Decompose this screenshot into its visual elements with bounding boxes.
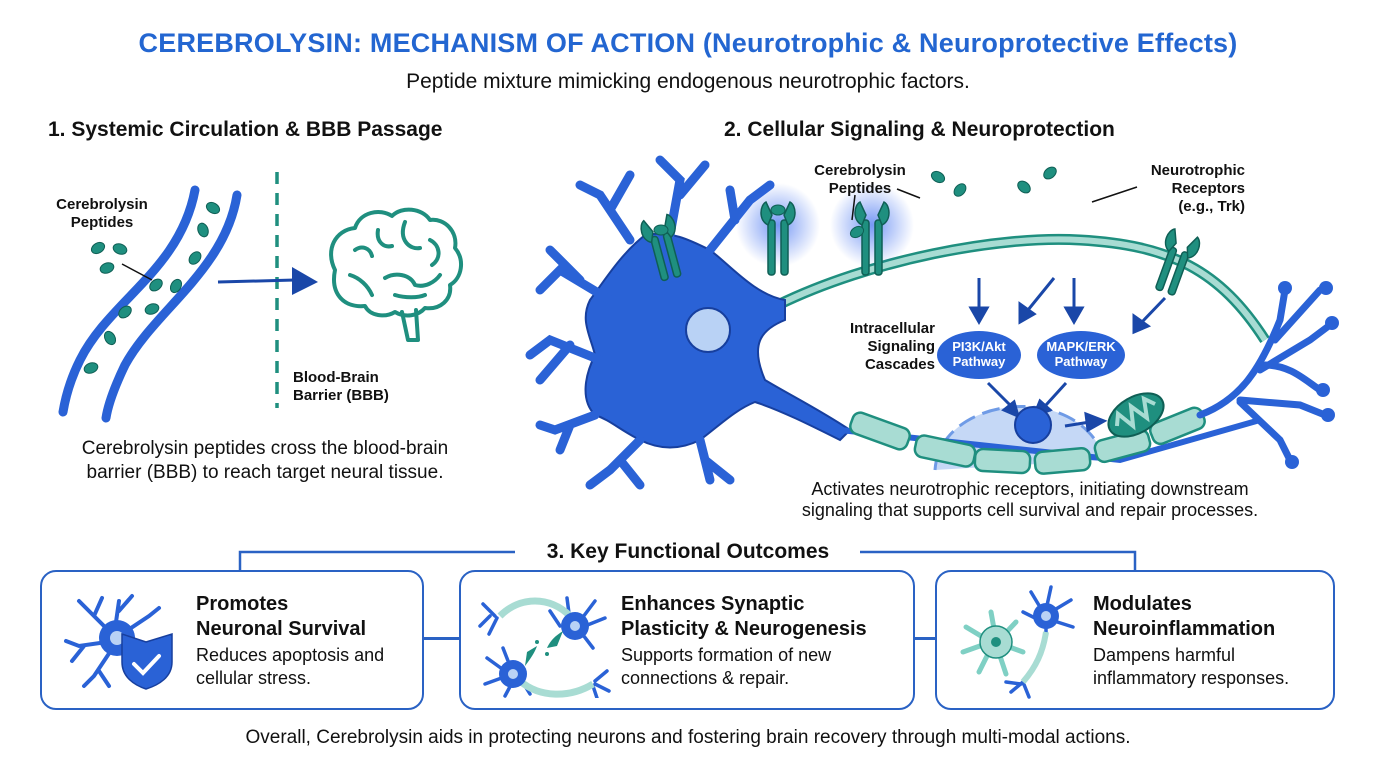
card-connector-2: [915, 637, 937, 640]
cascade-label: Intracellular Signaling Cascades: [820, 320, 935, 374]
receptors-line1: Neurotrophic: [1150, 162, 1245, 179]
receptors-pointer: [1091, 186, 1138, 203]
card-connector-1: [423, 637, 459, 640]
peptides-group: [83, 201, 221, 374]
card2-title-line1: Enhances Synaptic: [621, 593, 805, 615]
card1-desc: Reduces apoptosis and cellular stress.: [196, 644, 384, 690]
card3-title-line1: Modulates: [1093, 593, 1192, 615]
cellular-signaling-diagram: PI3K/Akt Pathway MAPK/ERK Pathway: [525, 155, 1339, 490]
receptor-4: [1155, 228, 1201, 296]
neuron-shield-icon: [64, 594, 173, 690]
receptors-line3: (e.g., Trk): [1178, 198, 1245, 215]
synapse-neurons-icon: [478, 596, 611, 698]
section1-heading: 1. Systemic Circulation & BBB Passage: [48, 118, 443, 141]
brain-icon: [329, 207, 463, 342]
peptides-label-line1: Cerebrolysin: [56, 196, 148, 213]
card1-title-line2: Neuronal Survival: [196, 618, 367, 640]
section2-peptides-label: Cerebrolysin Peptides: [800, 162, 920, 198]
outcome-card-survival: Promotes Neuronal Survival Reduces apopt…: [40, 570, 424, 710]
section2-caption-line1: Activates neurotrophic receptors, initia…: [811, 479, 1249, 499]
passage-arrow-shaft: [217, 278, 296, 284]
myelin-sheath: [839, 406, 1261, 475]
section2-caption-line2: signaling that supports cell survival an…: [801, 500, 1259, 520]
card3-title-line2: Neuroinflammation: [1093, 618, 1276, 640]
card2-title-line2: Plasticity & Neurogenesis: [621, 618, 867, 640]
cascade-line2: Signaling: [867, 338, 936, 355]
passage-arrow-head: [292, 267, 318, 295]
peptides-pointer-b: [851, 194, 856, 221]
soma-nucleus: [685, 307, 731, 353]
page-title: CEREBROLYSIN: MECHANISM OF ACTION (Neuro…: [138, 28, 1238, 58]
bbb-label-line2: Barrier (BBB): [293, 387, 389, 404]
terminal-buttons: [1278, 281, 1339, 469]
summary-footer: Overall, Cerebrolysin aids in protecting…: [245, 727, 1131, 748]
mapk-line1: MAPK/ERK: [1046, 339, 1116, 354]
receptor-glow-2: [830, 183, 914, 267]
bbb-label: Blood-Brain Barrier (BBB): [293, 369, 389, 405]
peptides-pointer-line: [121, 263, 153, 281]
vessel-wall-right: [101, 190, 242, 423]
card1-title: Promotes Neuronal Survival: [196, 592, 366, 642]
card2-desc-line2: connections & repair.: [621, 668, 790, 688]
mapk-line2: Pathway: [1055, 354, 1109, 369]
mapk-pill: [1037, 331, 1125, 379]
card1-desc-line2: cellular stress.: [196, 668, 312, 688]
card1-title-line1: Promotes: [196, 593, 289, 615]
page-subtitle: Peptide mixture mimicking endogenous neu…: [406, 70, 970, 93]
card3-title: Modulates Neuroinflammation: [1093, 592, 1275, 642]
card2-desc-line1: Supports formation of new: [621, 645, 832, 665]
receptor-glow-1: [736, 183, 820, 267]
card1-desc-line1: Reduces apoptosis and: [196, 645, 385, 665]
pi3k-line1: PI3K/Akt: [952, 339, 1006, 354]
bbb-label-line1: Blood-Brain: [293, 369, 379, 386]
receptor-2: [760, 200, 796, 276]
s2-peptides-line1: Cerebrolysin: [814, 162, 906, 179]
cascade-line1: Intracellular: [849, 320, 935, 337]
cell-nucleus: [1014, 406, 1052, 444]
peptides-pointer-a: [896, 188, 921, 199]
card2-desc: Supports formation of new connections & …: [621, 644, 831, 690]
section2-peptides: [653, 166, 1057, 239]
outcome-card-plasticity: Enhances Synaptic Plasticity & Neurogene…: [459, 570, 915, 710]
receptor-3: [854, 200, 890, 276]
bbb-passage-diagram: [58, 172, 463, 423]
outcomes-connector: [238, 550, 1137, 570]
receptors-group: [640, 200, 1201, 296]
section1-caption: Cerebrolysin peptides cross the blood-br…: [40, 437, 490, 485]
pi3k-line2: Pathway: [953, 354, 1007, 369]
mitochondrion-icon: [1107, 392, 1165, 438]
section1-caption-line1: Cerebrolysin peptides cross the blood-br…: [81, 438, 449, 459]
card3-desc-line2: inflammatory responses.: [1093, 668, 1290, 688]
section2-heading: 2. Cellular Signaling & Neuroprotection: [724, 118, 1115, 141]
vessel-wall-left: [58, 185, 200, 417]
card2-title: Enhances Synaptic Plasticity & Neurogene…: [621, 592, 867, 642]
card3-desc: Dampens harmful inflammatory responses.: [1093, 644, 1289, 690]
signal-arrows: [968, 277, 1167, 433]
section1-caption-line2: barrier (BBB) to reach target neural tis…: [86, 462, 444, 483]
receptors-line2: Receptors: [1171, 180, 1245, 197]
pi3k-pill: [937, 331, 1021, 379]
receptor-1: [640, 213, 682, 282]
glia-neuron-icon: [960, 585, 1075, 699]
card3-desc-line1: Dampens harmful: [1093, 645, 1236, 665]
peptides-label-line2: Peptides: [70, 214, 134, 231]
section2-caption: Activates neurotrophic receptors, initia…: [770, 479, 1290, 521]
section3-heading: 3. Key Functional Outcomes: [546, 540, 830, 563]
axon-terminal: [1196, 286, 1334, 464]
outcome-card-neuroinflammation: Modulates Neuroinflammation Dampens harm…: [935, 570, 1335, 710]
s2-peptides-line2: Peptides: [828, 180, 892, 197]
receptors-label: Neurotrophic Receptors (e.g., Trk): [1105, 162, 1245, 216]
section1-peptides-label: Cerebrolysin Peptides: [42, 196, 162, 232]
cascade-line3: Cascades: [864, 356, 935, 373]
